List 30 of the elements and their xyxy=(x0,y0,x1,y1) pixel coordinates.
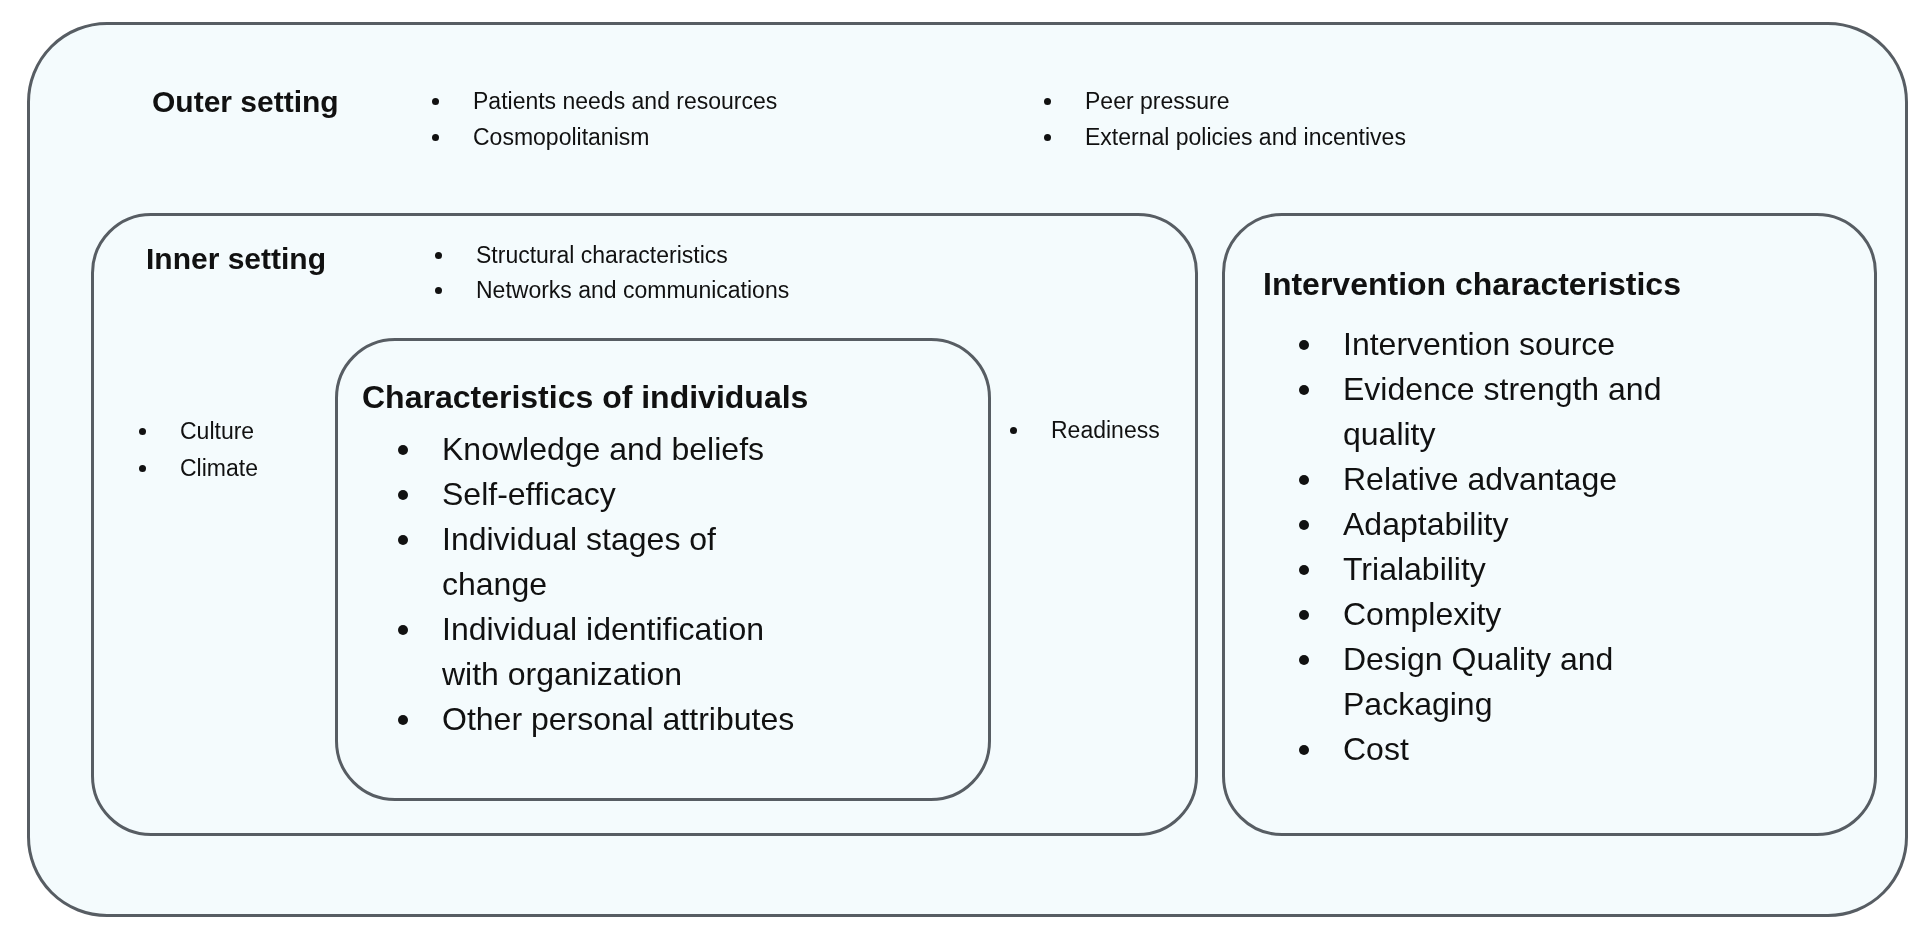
bullet-item: Networks and communications xyxy=(476,277,790,303)
bullet-item: Evidence strength and quality xyxy=(1343,371,1662,452)
bullet-item: Cost xyxy=(1343,731,1409,767)
bullet-item: External policies and incentives xyxy=(1085,124,1406,150)
setting-box xyxy=(1222,213,1877,836)
bullet-item: Patients needs and resources xyxy=(473,88,778,114)
bullet-item: Adaptability xyxy=(1343,506,1509,542)
bullet-item: Design Quality and Packaging xyxy=(1343,641,1614,722)
setting-box xyxy=(91,213,1198,836)
bullet-item: Trialability xyxy=(1343,551,1486,587)
box-heading: Characteristics of individuals xyxy=(362,379,809,416)
bullet-item: Knowledge and beliefs xyxy=(442,431,764,467)
bullet-item: Intervention source xyxy=(1343,326,1616,362)
bullet-item: Cosmopolitanism xyxy=(473,124,650,150)
box-heading: Outer setting xyxy=(152,85,339,119)
box-heading: Inner setting xyxy=(146,242,326,276)
bullet-item: Relative advantage xyxy=(1343,461,1617,497)
box-heading: Intervention characteristics xyxy=(1263,266,1681,303)
bullet-item: Complexity xyxy=(1343,596,1502,632)
bullet-item: Peer pressure xyxy=(1085,88,1230,114)
bullet-item: Readiness xyxy=(1051,417,1160,443)
bullet-item: Structural characteristics xyxy=(476,242,728,268)
bullet-item: Individual stages of change xyxy=(442,521,716,602)
bullet-item: Culture xyxy=(180,418,255,444)
setting-box xyxy=(27,22,1908,917)
setting-box xyxy=(335,338,991,801)
bullet-item: Climate xyxy=(180,455,258,481)
bullet-item: Individual identification with organization xyxy=(442,611,764,692)
bullet-item: Other personal attributes xyxy=(442,701,795,737)
bullet-item: Self-efficacy xyxy=(442,476,616,512)
